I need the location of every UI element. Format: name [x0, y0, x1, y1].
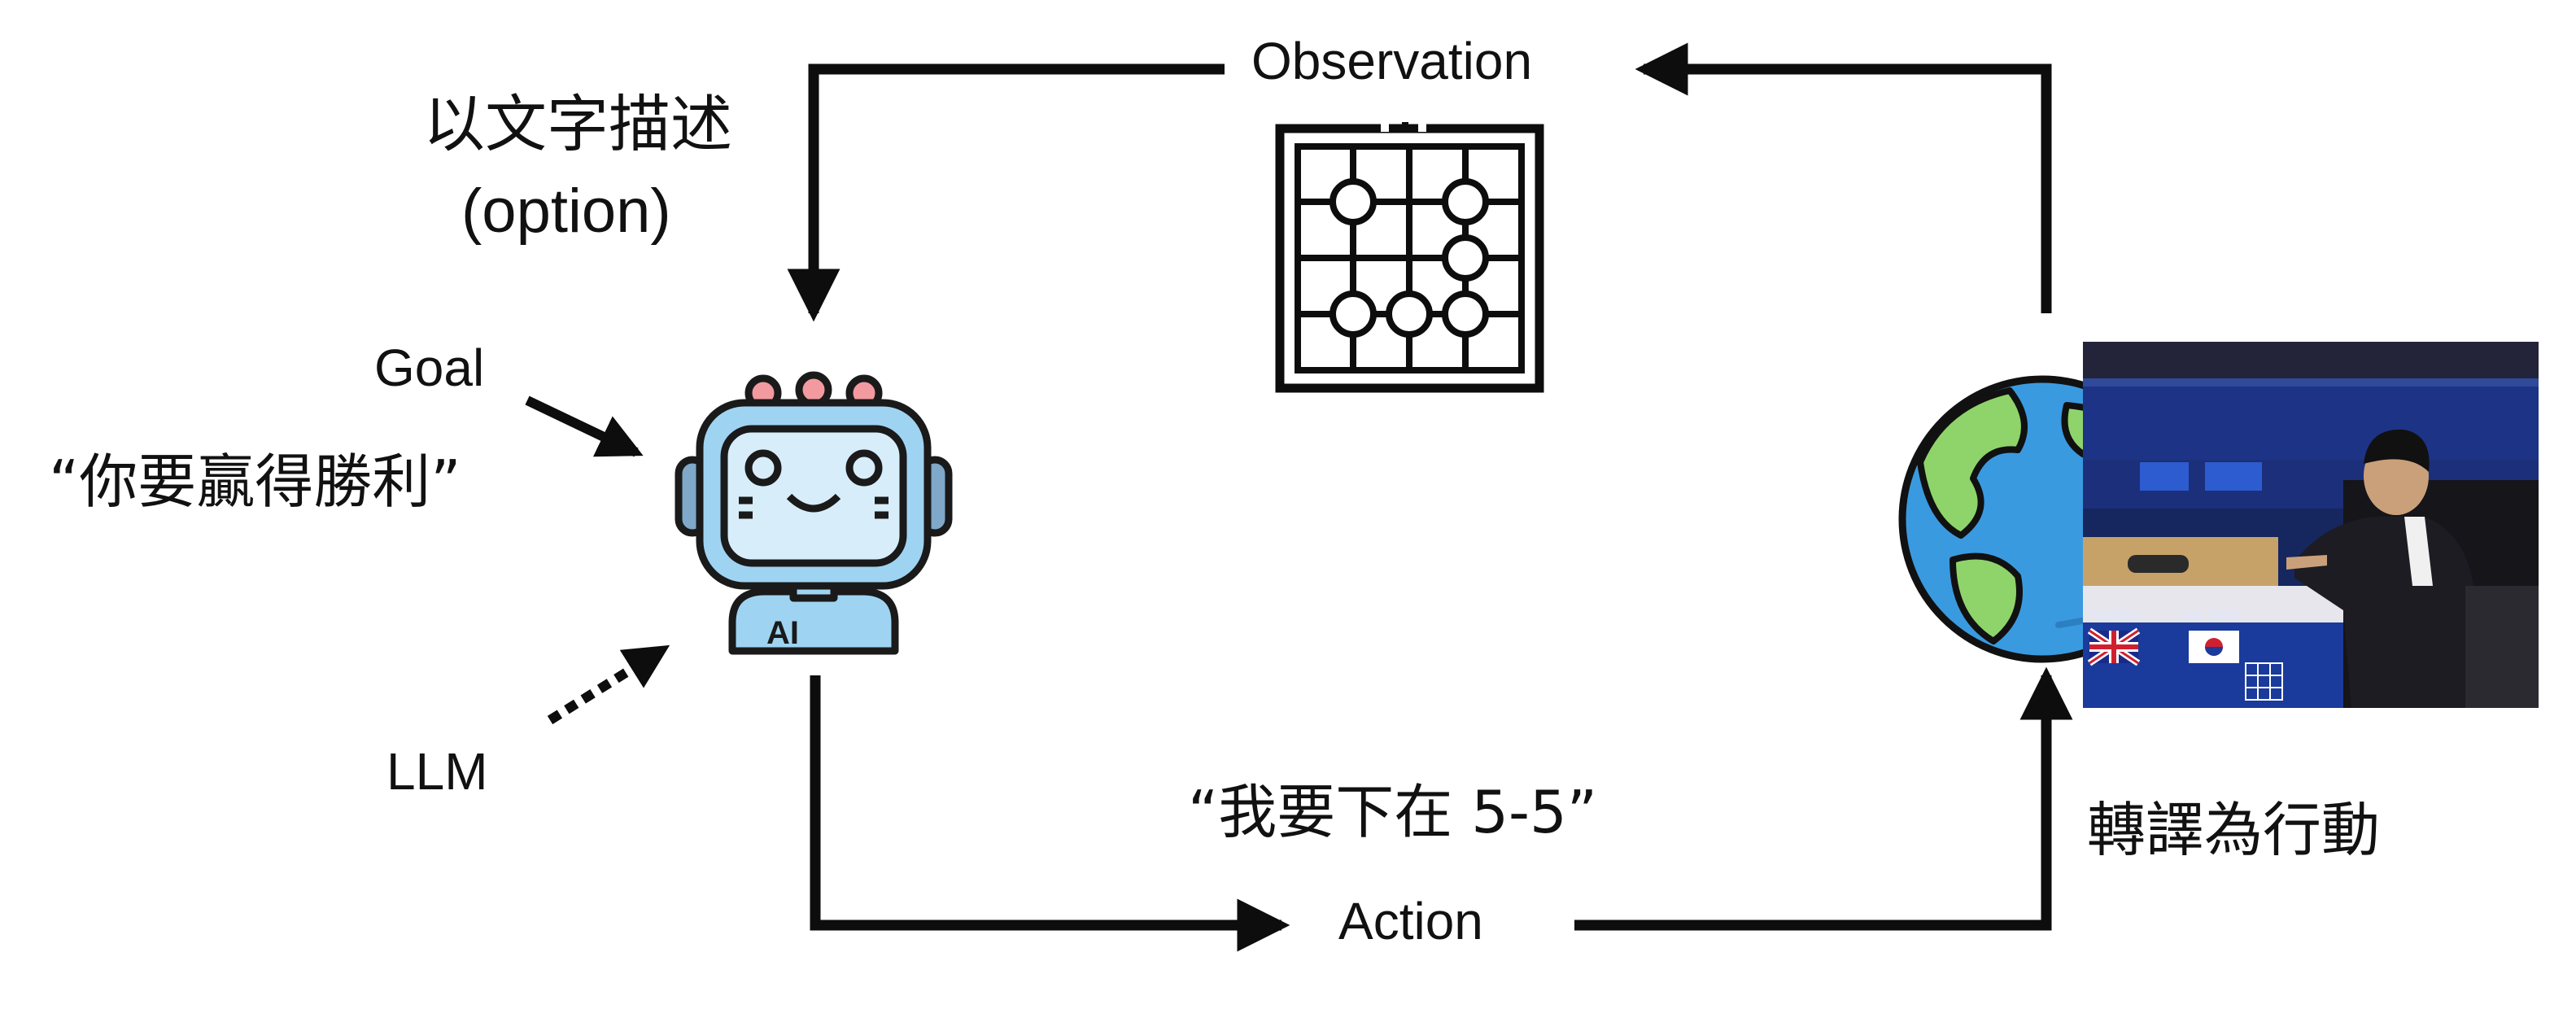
goal-quote: “你要贏得勝利”: [49, 448, 461, 516]
uk-flag-icon: [2087, 627, 2141, 666]
translate-label: 轉譯為行動: [2087, 796, 2381, 864]
arrow-world-to-observation: [1635, 42, 2052, 313]
robot-ai-icon: AI: [675, 371, 953, 655]
describe-label-line2: (option): [461, 177, 671, 246]
arrow-observation-to-agent: [787, 63, 1225, 322]
photo-right-player: Lee Sedol: [2181, 608, 2239, 622]
photo-left-player: AlphaGo: [2089, 608, 2140, 622]
arrow-goal-to-agent: [525, 395, 644, 457]
action-label: Action: [1338, 892, 1483, 950]
korea-flag-icon: [2189, 631, 2239, 663]
observation-label: Observation: [1251, 32, 1533, 90]
llm-label: LLM: [386, 742, 488, 801]
goal-label: Goal: [374, 339, 485, 397]
describe-label-line1: 以文字描述: [423, 88, 732, 160]
arrow-llm-to-agent: [547, 644, 670, 725]
robot-badge: AI: [766, 615, 799, 651]
go-match-photo: AlphaGo Lee Sedol: [2083, 342, 2539, 708]
action-quote: “我要下在 5-5”: [1188, 778, 1598, 846]
go-board-icon: [1275, 122, 1544, 393]
arrow-action-to-world: [1574, 666, 2073, 931]
arrow-agent-to-action: [810, 675, 1290, 952]
